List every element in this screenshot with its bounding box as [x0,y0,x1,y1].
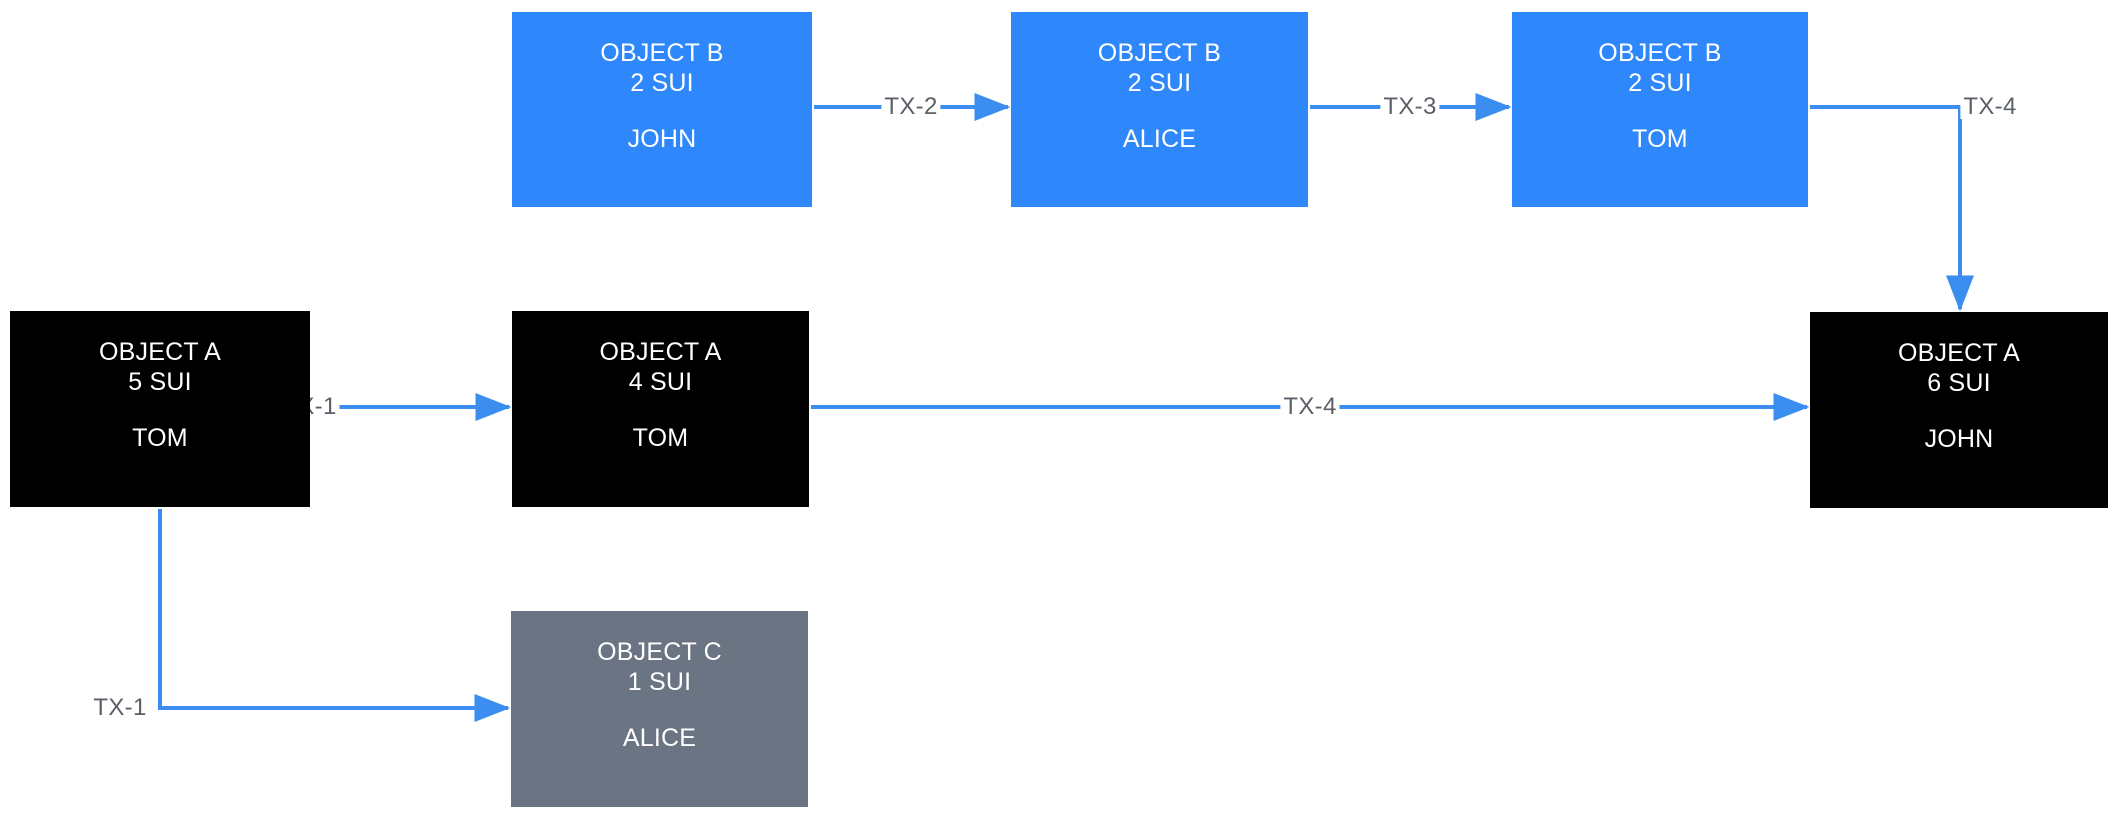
node-object-name: OBJECT C [597,638,722,666]
edge-label-tx-1-b: TX-1 [90,696,150,720]
node-object-name: OBJECT B [600,39,724,67]
node-owner: ALICE [1122,125,1197,153]
node-object-name: OBJECT A [599,338,722,366]
node-object-name: OBJECT B [1097,39,1222,67]
node-object-a-5sui-tom[interactable]: OBJECT A 5 SUI TOM [10,311,310,507]
node-amount: 2 SUI [630,68,694,97]
node-header: OBJECT B 2 SUI [1512,39,1808,98]
node-amount: 6 SUI [1927,368,1991,397]
node-owner: TOM [132,424,188,452]
edge-label-tx-3: TX-3 [1380,95,1440,119]
node-object-b-tom[interactable]: OBJECT B 2 SUI TOM [1512,12,1808,207]
node-object-c-alice[interactable]: OBJECT C 1 SUI ALICE [511,611,808,807]
node-amount: 5 SUI [128,367,192,396]
node-header: OBJECT C 1 SUI [511,638,808,697]
node-amount: 4 SUI [628,367,693,396]
node-object-a-4sui-tom[interactable]: OBJECT A 4 SUI TOM [512,311,809,507]
edge-label-tx-4-mid: TX-4 [1280,395,1340,419]
edge-label-tx-4-top: TX-4 [1960,95,2020,119]
node-header: OBJECT B 2 SUI [1011,39,1308,98]
node-amount: 2 SUI [1127,68,1192,97]
edge-tx-4-top [1810,105,1974,312]
node-object-name: OBJECT A [1897,339,2020,367]
node-amount: 1 SUI [627,667,692,696]
node-object-a-6sui-john[interactable]: OBJECT A 6 SUI JOHN [1810,312,2108,508]
node-header: OBJECT A 6 SUI [1810,339,2108,398]
node-owner: JOHN [1924,425,1994,453]
node-header: OBJECT B 2 SUI [512,39,812,98]
edge-tx-1-b [158,509,511,722]
node-amount: 2 SUI [1628,68,1692,97]
node-owner: TOM [1632,125,1688,153]
node-object-b-alice[interactable]: OBJECT B 2 SUI ALICE [1011,12,1308,207]
node-owner: ALICE [622,724,697,752]
node-header: OBJECT A 5 SUI [10,338,310,397]
node-owner: TOM [632,424,689,452]
node-object-b-john[interactable]: OBJECT B 2 SUI JOHN [512,12,812,207]
node-owner: JOHN [627,125,697,153]
node-object-name: OBJECT A [98,338,221,366]
node-object-name: OBJECT B [1598,39,1722,67]
node-header: OBJECT A 4 SUI [512,338,809,397]
edge-label-tx-2: TX-2 [881,95,941,119]
